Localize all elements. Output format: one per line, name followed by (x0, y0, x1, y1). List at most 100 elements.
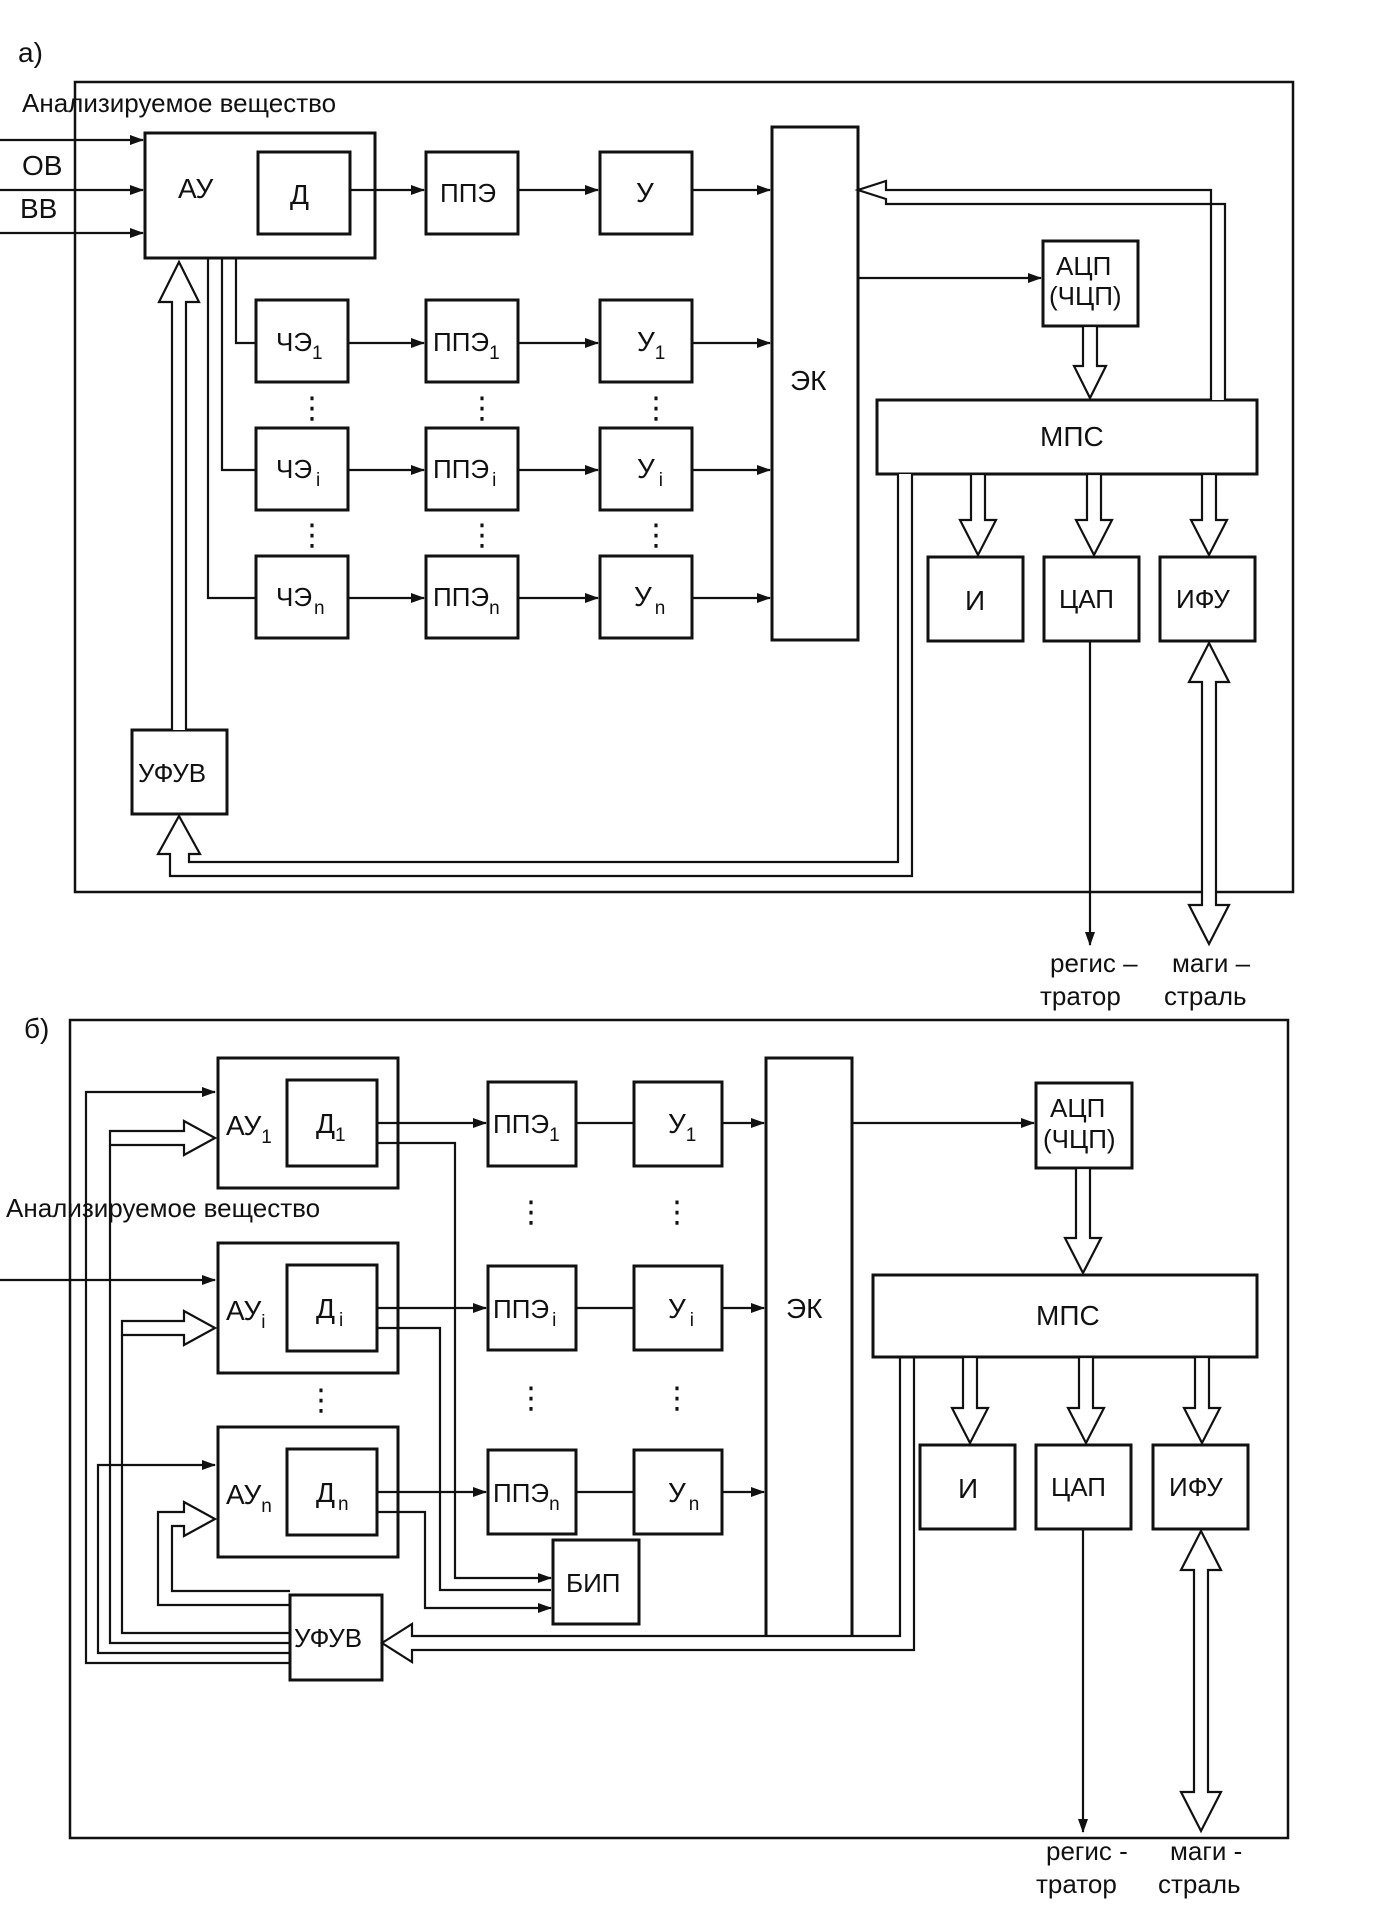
ifu-b-label: ИФУ (1169, 1472, 1223, 1502)
svg-text:⋮: ⋮ (297, 392, 327, 425)
svg-text:АУ1: АУ1 (226, 1110, 272, 1148)
ppe-b-n-label: ППЭ (493, 1478, 549, 1508)
u-i-label: У (637, 453, 655, 484)
i-block (926, 555, 1025, 643)
mps-b-label: МПС (1036, 1300, 1100, 1331)
recorder-b-label-1: регис - (1046, 1836, 1128, 1866)
diagram-b-label: б) (24, 1013, 49, 1044)
ppe-label: ППЭ (440, 178, 496, 208)
cap-label: ЦАП (1059, 584, 1114, 614)
svg-text:ППЭn: ППЭn (433, 582, 500, 619)
diagram-a-frame (73, 80, 1295, 894)
recorder-b-label-2: тратор (1036, 1869, 1117, 1899)
ppe-1-block (424, 298, 520, 384)
ifu-block (1158, 555, 1257, 643)
svg-text:⋮: ⋮ (641, 392, 671, 425)
che-i-sub: i (316, 470, 320, 491)
chcp-b-label: (ЧЦП) (1043, 1124, 1116, 1154)
i-b-block (918, 1443, 1017, 1531)
svg-text:ЧЭn: ЧЭn (276, 582, 325, 619)
che-n-block (254, 554, 350, 640)
ppe-i-block (424, 426, 520, 512)
acp-block (1041, 239, 1140, 328)
che-n-sub: n (314, 598, 325, 619)
svg-text:ППЭ1: ППЭ1 (493, 1109, 560, 1146)
ufuv-control-wires (84, 1087, 290, 1665)
svg-text:У1: У1 (637, 326, 665, 364)
ek-b-block (764, 1056, 854, 1643)
u-b-n-block (632, 1448, 724, 1536)
ifu-label: ИФУ (1176, 584, 1230, 614)
svg-text:ЧЭ1: ЧЭ1 (276, 327, 323, 364)
u-b-1-sub: 1 (686, 1125, 697, 1146)
acp-label: АЦП (1056, 251, 1111, 281)
ek-block (770, 125, 860, 642)
u-b-n-sub: n (689, 1494, 700, 1515)
bus-label-1: маги – (1172, 948, 1251, 978)
ppe-n-label: ППЭ (433, 582, 489, 612)
svg-text:Уi: Уi (668, 1293, 694, 1331)
chcp-label: (ЧЦП) (1049, 281, 1122, 311)
ufuv-b-label: УФУВ (294, 1623, 362, 1653)
au-n-sub: n (261, 1496, 272, 1517)
svg-text:⋮: ⋮ (467, 519, 497, 552)
d-n-sub: n (338, 1494, 349, 1515)
u-b-1-label: У (668, 1108, 686, 1139)
svg-text:АУi: АУi (226, 1295, 265, 1333)
svg-text:Дn: Дn (316, 1477, 349, 1515)
continuation-dots-a: ⋮⋮⋮ ⋮⋮⋮ (297, 392, 671, 552)
ek-b-label: ЭК (786, 1293, 823, 1324)
u-1-sub: 1 (655, 343, 666, 364)
che-n-label: ЧЭ (276, 582, 312, 612)
bip-label: БИП (566, 1568, 620, 1598)
bus-b-label-1: маги - (1170, 1836, 1242, 1866)
ppe-b-i-sub: i (552, 1310, 556, 1331)
svg-text:⋮: ⋮ (467, 392, 497, 425)
svg-text:ППЭ1: ППЭ1 (433, 327, 500, 364)
svg-text:У1: У1 (668, 1108, 696, 1146)
d-label: Д (290, 179, 309, 210)
d-1-label: Д (316, 1108, 335, 1139)
u-b-n-label: У (668, 1477, 686, 1508)
svg-text:⋮: ⋮ (662, 1382, 692, 1415)
ppe-n-block (424, 554, 520, 640)
ppe-b-n-block (486, 1448, 578, 1536)
ppe-b-n-sub: n (549, 1494, 560, 1515)
bus-label-2: страль (1164, 981, 1247, 1011)
che-1-block (254, 298, 350, 384)
u-b-i-block (632, 1264, 724, 1352)
sensor-row-1: ЧЭ1 ППЭ1 У1 (234, 258, 771, 384)
svg-text:Уn: Уn (668, 1477, 699, 1515)
ppe-1-label: ППЭ (433, 327, 489, 357)
ppe-block (424, 150, 520, 236)
u-b-i-sub: i (690, 1310, 694, 1331)
bip-block (551, 1538, 641, 1626)
acp-b-label: АЦП (1050, 1093, 1105, 1123)
mps-block (875, 398, 1259, 476)
u-n-block (598, 554, 694, 640)
svg-text:Д1: Д1 (316, 1108, 346, 1146)
u-1-block (598, 298, 694, 384)
svg-text:⋮: ⋮ (297, 519, 327, 552)
svg-text:ЧЭi: ЧЭi (276, 454, 320, 491)
acp-b-block (1034, 1081, 1134, 1170)
ppe-i-sub: i (492, 470, 496, 491)
recorder-label-1: регис – (1050, 948, 1138, 978)
u-n-sub: n (655, 598, 666, 619)
diagram-b-input-label: Анализируемое вещество (6, 1193, 320, 1223)
svg-text:Уi: Уi (637, 453, 663, 491)
ufuv-label: УФУВ (138, 758, 206, 788)
i-label: И (965, 585, 985, 616)
u-label: У (636, 177, 654, 208)
mps-label: МПС (1040, 421, 1104, 452)
ppe-1-sub: 1 (489, 343, 500, 364)
ek-label: ЭК (790, 365, 827, 396)
diagram-a-label: а) (18, 37, 43, 68)
ifu-b-block (1151, 1443, 1250, 1531)
svg-text:Дi: Дi (316, 1293, 343, 1331)
